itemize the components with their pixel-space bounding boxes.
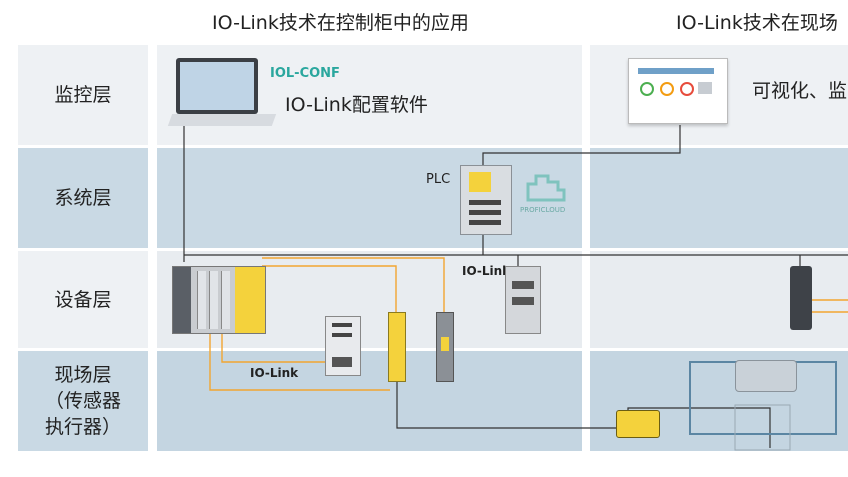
field-fence bbox=[734, 404, 791, 451]
io-terminal-block bbox=[172, 266, 266, 334]
label-band-system bbox=[18, 148, 148, 248]
visualization-label: 可视化、监 bbox=[752, 80, 848, 102]
yellow-sensor-box bbox=[616, 410, 660, 438]
config-software-label: IO-Link配置软件 bbox=[285, 94, 428, 116]
iolink-line-top bbox=[262, 257, 445, 315]
label-band-monitor bbox=[18, 45, 148, 145]
grey-relay-module bbox=[436, 312, 454, 382]
right-column-title: IO-Link技术在现场 bbox=[676, 12, 838, 34]
layer-label-monitor: 监控层 bbox=[54, 84, 112, 106]
left-column-title: IO-Link技术在控制柜中的应用 bbox=[212, 12, 469, 34]
layer-label-system: 系统层 bbox=[54, 187, 112, 209]
label-band-device bbox=[18, 251, 148, 348]
iolink-lines bbox=[209, 257, 848, 391]
laptop-icon bbox=[167, 58, 280, 130]
layer-label-device: 设备层 bbox=[54, 288, 112, 311]
sensor-line bbox=[396, 380, 628, 429]
iolink-line-drop-a bbox=[209, 330, 390, 391]
iolink-master-module bbox=[325, 316, 361, 376]
proficloud-label: PROFICLOUD bbox=[520, 206, 566, 214]
label-band-field bbox=[18, 351, 148, 451]
iolink-line-mid bbox=[262, 265, 397, 315]
proficloud-cloud-icon bbox=[520, 170, 570, 206]
monitor-to-plc-line bbox=[482, 125, 681, 168]
layer-label-field: 现场层 （传感器 执行器） bbox=[44, 364, 121, 438]
plc-controller bbox=[460, 165, 512, 235]
right-band-system bbox=[590, 148, 848, 248]
plc-label: PLC bbox=[426, 172, 451, 187]
iolink-io-module bbox=[505, 266, 541, 334]
field-io-box bbox=[790, 266, 812, 330]
iolink-logo-bottom: IO-Link bbox=[250, 366, 299, 380]
motor-icon bbox=[735, 360, 797, 392]
monitor-icon bbox=[628, 58, 728, 128]
iol-conf-logo: IOL-CONF bbox=[270, 66, 340, 81]
left-band-field bbox=[157, 351, 582, 451]
yellow-relay-module bbox=[388, 312, 406, 382]
iolink-line-drop-b bbox=[221, 330, 325, 363]
iolink-logo-top: IO-Link bbox=[462, 264, 511, 278]
